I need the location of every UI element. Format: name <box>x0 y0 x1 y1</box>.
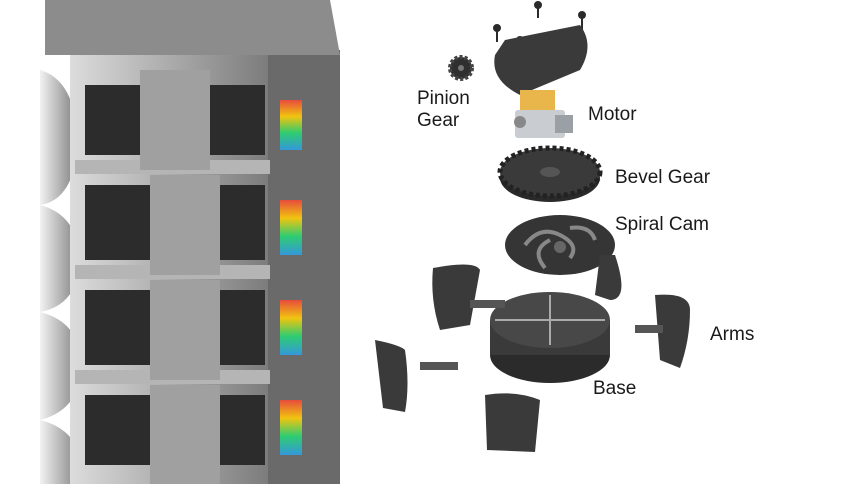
label-base: Base <box>593 378 637 399</box>
arms <box>375 255 690 452</box>
motor <box>514 90 573 138</box>
exploded-parts <box>375 1 690 452</box>
stack-side-panel <box>268 55 340 484</box>
assembled-stack-photo <box>0 0 345 484</box>
stack-wire-windows <box>280 100 302 455</box>
label-motor: Motor <box>588 104 637 125</box>
stack-module-tiers <box>75 70 270 484</box>
label-arms: Arms <box>710 324 755 345</box>
label-pinion-gear: Pinion Gear <box>417 88 470 131</box>
spiral-cam <box>505 215 615 275</box>
label-spiral-cam: Spiral Cam <box>615 214 709 235</box>
pinion-gear <box>448 55 474 81</box>
top-plate <box>494 25 588 95</box>
base <box>490 292 610 383</box>
label-bevel-gear: Bevel Gear <box>615 167 711 188</box>
exploded-view-diagram: Pinion Gear Motor Bevel Gear Spiral Cam … <box>345 0 860 484</box>
bevel-gear <box>497 145 603 202</box>
stack-top-cap <box>45 0 340 55</box>
